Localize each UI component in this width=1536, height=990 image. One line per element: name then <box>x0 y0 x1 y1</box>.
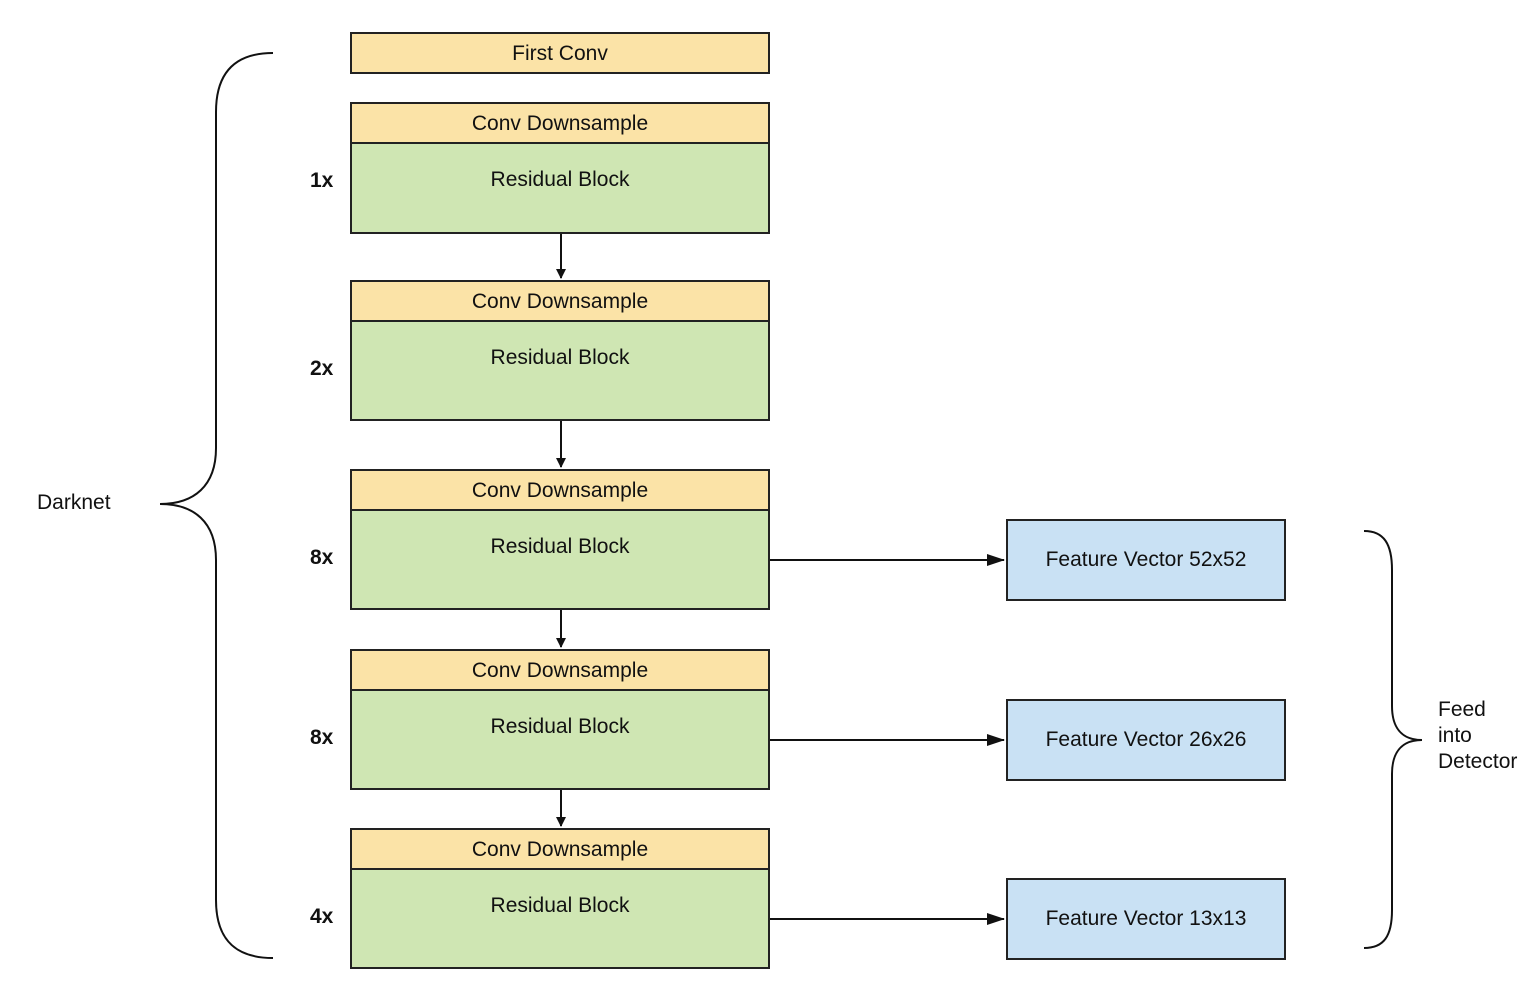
residual-block-box: Residual Block <box>350 320 770 421</box>
repeat-multiplier: 1x <box>310 169 334 192</box>
repeat-multiplier: 8x <box>310 726 334 749</box>
conv-downsample-box: Conv Downsample <box>350 102 770 144</box>
residual-block-box: Residual Block <box>350 868 770 969</box>
feature-vector-26-box: Feature Vector 26x26 <box>1006 699 1286 781</box>
feature-vector-52-box: Feature Vector 52x52 <box>1006 519 1286 601</box>
darknet-brace <box>159 52 274 959</box>
detector-label-line: into <box>1438 724 1472 747</box>
conv-downsample-box: Conv Downsample <box>350 280 770 322</box>
darknet-label: Darknet <box>37 491 111 514</box>
detector-label-line: Detector <box>1438 750 1518 773</box>
conv-downsample-box: Conv Downsample <box>350 828 770 870</box>
repeat-multiplier: 8x <box>310 546 334 569</box>
repeat-multiplier: 4x <box>310 905 334 928</box>
detector-label-line: Feed <box>1438 698 1486 721</box>
repeat-multiplier: 2x <box>310 357 334 380</box>
detector-brace <box>1363 530 1423 949</box>
residual-block-box: Residual Block <box>350 689 770 790</box>
first-conv-box: First Conv <box>350 32 770 74</box>
residual-block-box: Residual Block <box>350 509 770 610</box>
conv-downsample-box: Conv Downsample <box>350 469 770 511</box>
detector-label: Feed into Detector <box>1438 697 1517 775</box>
conv-downsample-box: Conv Downsample <box>350 649 770 691</box>
residual-block-box: Residual Block <box>350 142 770 234</box>
feature-vector-13-box: Feature Vector 13x13 <box>1006 878 1286 960</box>
